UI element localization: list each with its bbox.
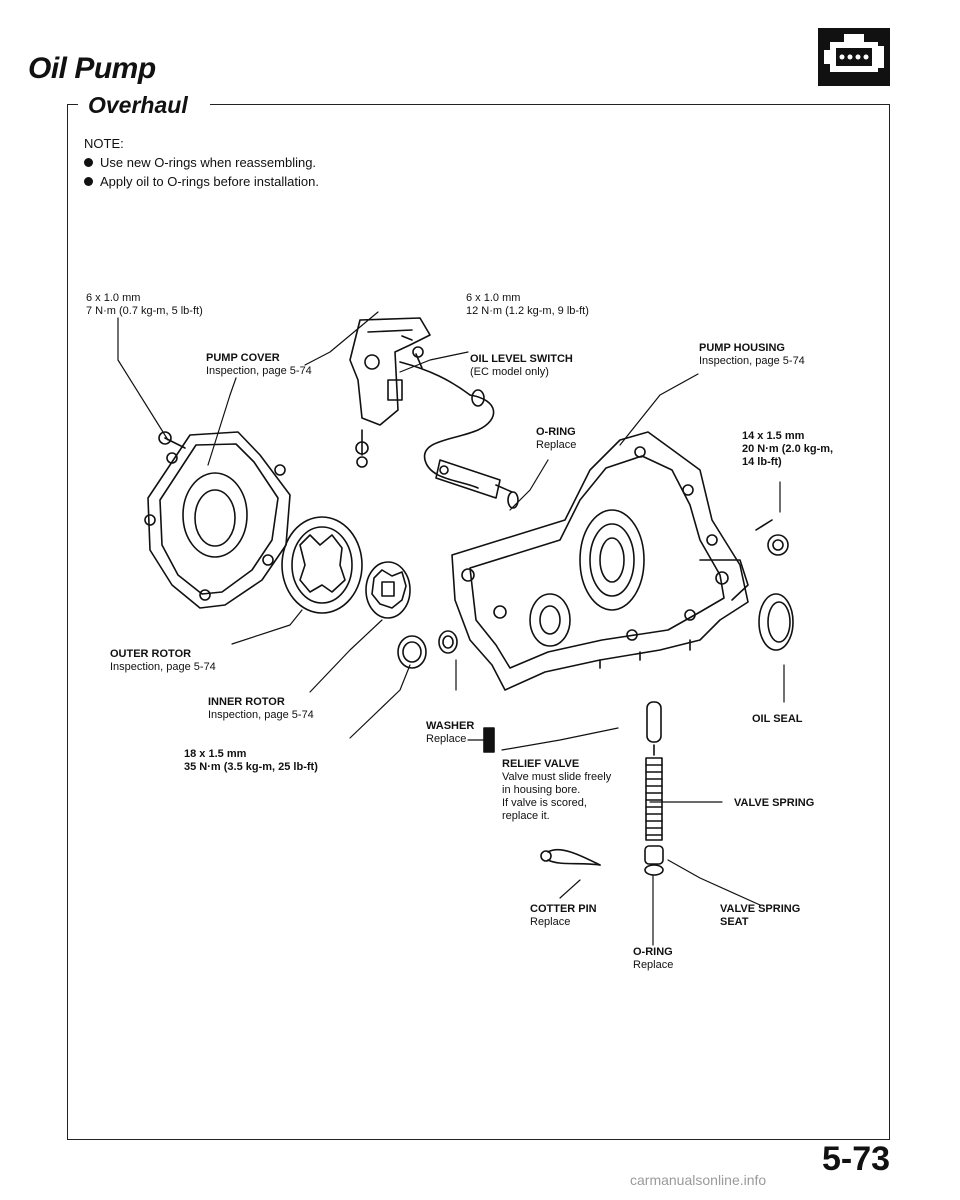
part-note: Replace — [633, 959, 674, 971]
content-frame — [67, 104, 890, 1140]
note-item: Use new O-rings when reassembling. — [84, 153, 319, 172]
bolt-top — [401, 335, 413, 341]
pump-cover — [144, 431, 291, 609]
oil-seal-label: OIL SEAL — [752, 713, 803, 725]
o-ring-top — [507, 491, 519, 509]
part-name: PUMP COVER — [206, 352, 280, 364]
note-text: Apply oil to O-rings before installation… — [100, 174, 319, 189]
oil-level-switch — [349, 317, 513, 499]
part-note: Replace — [530, 916, 571, 928]
cover-bolt-label: 6 x 1.0 mm 7 N·m (0.7 kg-m, 5 lb-ft) — [86, 292, 203, 318]
notes-block: NOTE: Use new O-rings when reassembling.… — [84, 134, 319, 191]
bolt-torque: 35 N·m (3.5 kg-m, 25 lb-ft) — [184, 761, 318, 773]
cotter-pin — [540, 848, 601, 866]
housing-bolt-label: 14 x 1.5 mm 20 N·m (2.0 kg-m, 14 lb-ft) — [742, 430, 833, 469]
washer-label: WASHER Replace — [426, 720, 474, 746]
part-name: COTTER PIN — [530, 903, 597, 915]
part-note: Inspection, page 5-74 — [110, 661, 216, 673]
bolt-torque: 12 N·m (1.2 kg-m, 9 lb-ft) — [466, 305, 589, 317]
pump-housing-label: PUMP HOUSING Inspection, page 5-74 — [699, 342, 805, 368]
page-title: Oil Pump — [28, 52, 156, 85]
note-text: Use new O-rings when reassembling. — [100, 155, 317, 170]
part-name: WASHER — [426, 720, 475, 732]
leader-lines — [117, 311, 785, 946]
bolt-torque: 7 N·m (0.7 kg-m, 5 lb-ft) — [86, 305, 203, 317]
bolt-size: 6 x 1.0 mm — [466, 292, 521, 304]
part-name: O-RING — [633, 946, 673, 958]
watermark: carmanualsonline.info — [630, 1172, 767, 1188]
bolt-torque: 14 lb-ft) — [742, 456, 782, 468]
part-name: SEAT — [720, 916, 749, 928]
valve-spring-label: VALVE SPRING — [734, 797, 815, 809]
engine-section-icon — [818, 28, 890, 86]
valve-spring-seat — [644, 845, 664, 876]
frame-gap — [78, 98, 210, 110]
part-name: O-RING — [536, 426, 576, 438]
part-note: If valve is scored, — [502, 797, 587, 809]
bolt-size: 14 x 1.5 mm — [742, 430, 805, 442]
switch-bolt-label: 6 x 1.0 mm 12 N·m (1.2 kg-m, 9 lb-ft) — [466, 292, 589, 318]
outer-rotor-label: OUTER ROTOR Inspection, page 5-74 — [110, 648, 216, 674]
part-note: Replace — [536, 439, 577, 451]
oil-icon — [483, 727, 495, 753]
part-note: Replace — [426, 733, 467, 745]
oil-level-switch-label: OIL LEVEL SWITCH (EC model only) — [470, 353, 573, 379]
bolt-size: 6 x 1.0 mm — [86, 292, 141, 304]
notes-heading: NOTE: — [84, 136, 124, 151]
part-name: RELIEF VALVE — [502, 758, 580, 770]
housing-bolt — [755, 519, 789, 556]
pump-cover-label: PUMP COVER Inspection, page 5-74 — [206, 352, 312, 378]
part-note: Inspection, page 5-74 — [699, 355, 805, 367]
page-number: 5-73 — [822, 1140, 891, 1178]
o-ring-bottom-label: O-RING Replace — [633, 946, 673, 972]
inner-rotor-label: INNER ROTOR Inspection, page 5-74 — [208, 696, 314, 722]
cotter-pin-label: COTTER PIN Replace — [530, 903, 597, 929]
plug-and-washer — [397, 630, 458, 669]
section-title: Overhaul — [88, 92, 188, 118]
part-name: INNER ROTOR — [208, 696, 285, 708]
part-note: Inspection, page 5-74 — [206, 365, 312, 377]
outer-rotor — [281, 516, 363, 614]
valve-spring — [645, 757, 663, 841]
o-ring-top-label: O-RING Replace — [536, 426, 576, 452]
part-name: VALVE SPRING — [720, 903, 801, 915]
part-name: PUMP HOUSING — [699, 342, 785, 354]
valve-spring-seat-label: VALVE SPRING SEAT — [720, 903, 800, 929]
bolt-size: 18 x 1.5 mm — [184, 748, 247, 760]
part-note: Valve must slide freely — [502, 771, 612, 783]
part-note: Inspection, page 5-74 — [208, 709, 314, 721]
inner-rotor — [365, 561, 411, 619]
oil-seal — [758, 593, 794, 651]
pump-housing — [451, 431, 749, 691]
relief-valve-label: RELIEF VALVE Valve must slide freely in … — [502, 758, 611, 823]
bullet-icon — [84, 177, 93, 186]
part-name: OIL LEVEL SWITCH — [470, 353, 573, 365]
part-name: OUTER ROTOR — [110, 648, 192, 660]
part-note: in housing bore. — [502, 784, 581, 796]
plug-bolt-label: 18 x 1.5 mm 35 N·m (3.5 kg-m, 25 lb-ft) — [184, 748, 318, 774]
bullet-icon — [84, 158, 93, 167]
relief-valve — [646, 701, 662, 756]
part-note: replace it. — [502, 810, 550, 822]
bolt-torque: 20 N·m (2.0 kg-m, — [742, 443, 834, 455]
note-item: Apply oil to O-rings before installation… — [84, 172, 319, 191]
part-note: (EC model only) — [470, 366, 549, 378]
